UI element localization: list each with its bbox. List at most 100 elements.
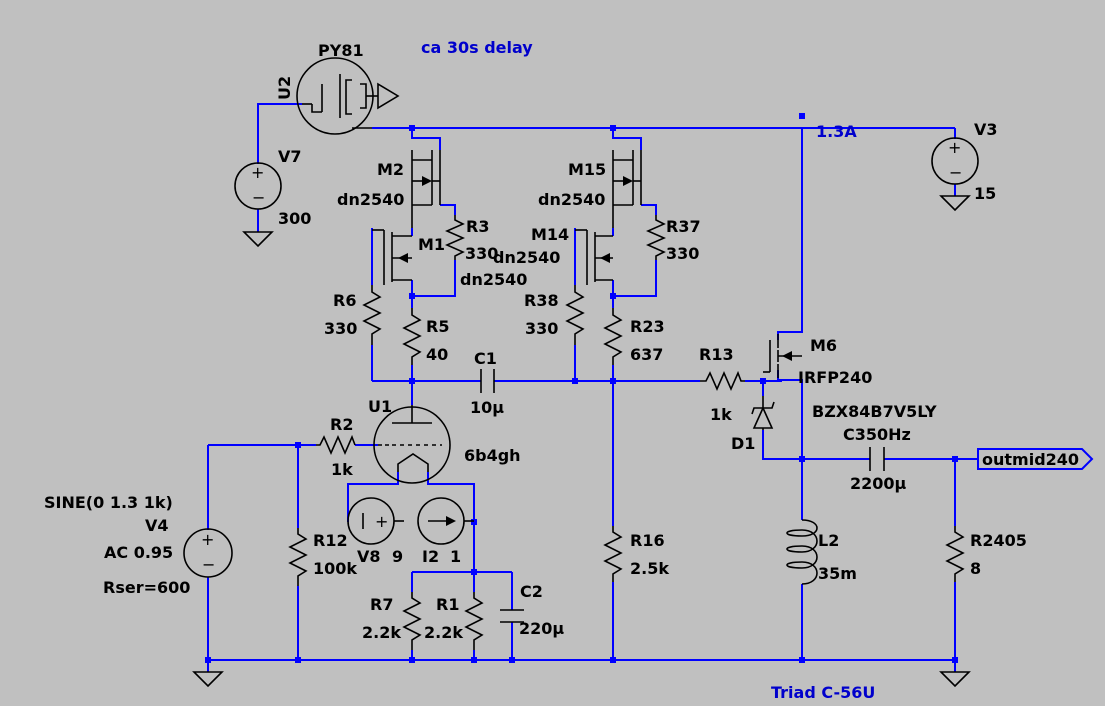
r12-ref: R12	[313, 531, 348, 550]
l2-value: 35m	[818, 564, 857, 583]
m2-value: dn2540	[337, 190, 404, 209]
c350-ref: C350Hz	[843, 425, 911, 444]
v8-value: 9	[392, 547, 403, 566]
ground-icon	[939, 671, 971, 688]
resistor-r23[interactable]	[603, 308, 623, 365]
svg-text:+: +	[251, 163, 264, 182]
ground-symbols	[192, 195, 971, 688]
resistor-r5[interactable]	[402, 308, 422, 365]
net-label-text: outmid240	[982, 450, 1079, 469]
v4-value: SINE(0 1.3 1k)	[44, 493, 173, 512]
transformer-note: Triad C-56U	[771, 683, 875, 702]
resistor-r38[interactable]	[565, 285, 585, 345]
m6-value: IRFP240	[798, 368, 872, 387]
source-i2[interactable]	[417, 497, 474, 545]
tube-u2[interactable]	[296, 57, 400, 135]
capacitor-c1[interactable]	[480, 369, 495, 393]
v4-ac: AC 0.95	[104, 543, 173, 562]
ground-icon	[242, 231, 274, 248]
i2-value: 1	[450, 547, 461, 566]
mosfet-m2[interactable]	[411, 150, 441, 228]
m2-ref: M2	[377, 160, 404, 179]
resistor-r1[interactable]	[464, 592, 484, 650]
v4-rser: Rser=600	[103, 578, 190, 597]
d1-value: BZX84B7V5LY	[812, 402, 937, 421]
source-v8[interactable]: +	[347, 497, 404, 545]
u1-value: 6b4gh	[464, 446, 521, 465]
source-v4[interactable]: + −	[183, 528, 233, 578]
source-v7[interactable]: + −	[234, 162, 282, 210]
r2-ref: R2	[330, 415, 353, 434]
m1-value: dn2540	[460, 270, 527, 289]
v8-ref: V8	[357, 547, 381, 566]
m14-ref: M14	[531, 225, 569, 244]
m15-value: dn2540	[538, 190, 605, 209]
r6-value: 330	[324, 319, 357, 338]
r5-value: 40	[426, 345, 448, 364]
mosfet-m14[interactable]	[575, 229, 613, 285]
c1-value: 10µ	[470, 398, 504, 417]
r6-ref: R6	[333, 291, 356, 310]
svg-text:+: +	[201, 530, 214, 549]
resistor-r7[interactable]	[402, 592, 422, 650]
c1-ref: C1	[474, 349, 497, 368]
resistor-r16[interactable]	[603, 526, 623, 582]
r5-ref: R5	[426, 317, 449, 336]
r3-value: 330	[465, 244, 498, 263]
svg-text:−: −	[202, 555, 215, 574]
r38-value: 330	[525, 319, 558, 338]
net-label-outmid240[interactable]: outmid240	[977, 448, 1094, 470]
u2-value: PY81	[318, 41, 364, 60]
r23-value: 637	[630, 345, 663, 364]
resistor-r6[interactable]	[362, 285, 382, 345]
m1-ref: M1	[418, 235, 445, 254]
resistor-r2[interactable]	[316, 434, 356, 455]
r2405-value: 8	[970, 559, 981, 578]
u1-ref: U1	[368, 397, 392, 416]
r23-ref: R23	[630, 317, 665, 336]
d1-ref: D1	[731, 434, 755, 453]
v7-value: 300	[278, 209, 311, 228]
resistor-r13[interactable]	[700, 370, 745, 391]
v3-value: 15	[974, 184, 996, 203]
resistor-r37[interactable]	[646, 215, 666, 260]
delay-note: ca 30s delay	[421, 38, 533, 57]
r37-value: 330	[666, 244, 699, 263]
i2-ref: I2	[422, 547, 439, 566]
m6-ref: M6	[810, 336, 837, 355]
c2-value: 220µ	[519, 619, 564, 638]
resistor-r2405[interactable]	[945, 526, 965, 582]
capacitor-c350hz[interactable]	[869, 447, 885, 471]
r37-ref: R37	[666, 217, 701, 236]
junctions	[205, 113, 958, 663]
m14-value: dn2540	[493, 248, 560, 267]
r13-ref: R13	[699, 345, 734, 364]
r1-value: 2.2k	[424, 623, 463, 642]
v4-ref: V4	[145, 516, 169, 535]
u2-ref: U2	[275, 76, 294, 100]
c350-value: 2200µ	[850, 474, 907, 493]
l2-ref: L2	[818, 531, 839, 550]
capacitor-c2[interactable]	[500, 609, 524, 623]
c2-ref: C2	[520, 582, 543, 601]
mosfet-m15[interactable]	[612, 150, 642, 228]
svg-text:−: −	[252, 188, 265, 207]
zener-d1[interactable]	[751, 396, 775, 430]
inductor-l2[interactable]	[786, 519, 818, 585]
svg-text:−: −	[949, 163, 962, 182]
mosfet-m6[interactable]	[763, 334, 802, 378]
mosfet-m1[interactable]	[372, 229, 412, 285]
r3-ref: R3	[466, 217, 489, 236]
resistor-r12[interactable]	[288, 528, 308, 586]
r1-ref: R1	[436, 595, 459, 614]
r7-ref: R7	[370, 595, 393, 614]
svg-text:+: +	[375, 512, 388, 531]
r13-value: 1k	[710, 405, 732, 424]
r2-value: 1k	[331, 460, 353, 479]
tube-u1[interactable]	[373, 405, 451, 484]
source-v3[interactable]: + −	[931, 137, 979, 185]
ground-icon	[192, 671, 224, 688]
svg-text:+: +	[948, 138, 961, 157]
resistor-r3[interactable]	[445, 215, 465, 260]
